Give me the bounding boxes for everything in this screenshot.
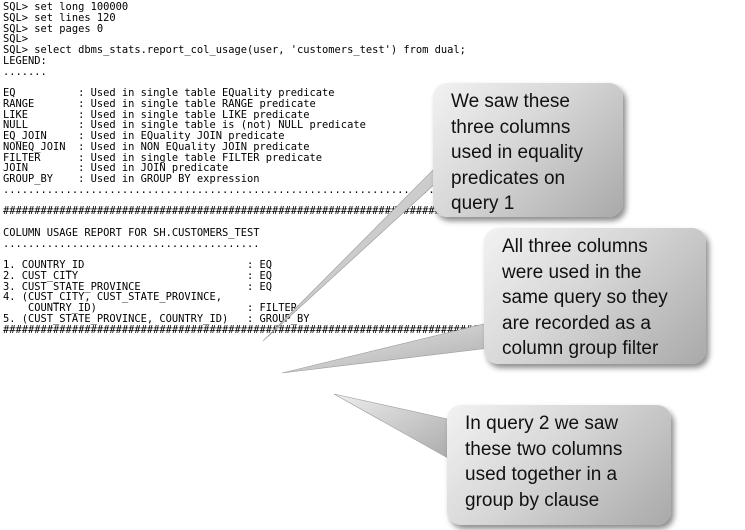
terminal-line: FILTER : Used in single table FILTER pre… <box>3 151 323 164</box>
terminal-line: COLUMN USAGE REPORT FOR SH.CUSTOMERS_TES… <box>3 226 260 239</box>
terminal-line: SQL> select dbms_stats.report_col_usage(… <box>3 44 466 56</box>
terminal-line: LIKE : Used in single table LIKE predica… <box>3 108 310 121</box>
terminal-line: ########################################… <box>3 205 498 218</box>
terminal-line: LEGEND: <box>3 54 47 67</box>
callout-column-group-filter: All three columns were used in the same … <box>484 228 706 364</box>
terminal-line: NULL : Used in single table is (not) NUL… <box>3 119 366 132</box>
terminal-line: JOIN : Used in JOIN predicate <box>3 162 229 175</box>
terminal-line: EQ : Used in single table EQuality predi… <box>3 87 335 99</box>
terminal-line: ########################################… <box>3 323 498 336</box>
terminal-line: SQL> set pages 0 <box>3 22 104 35</box>
terminal-line: SQL> <box>3 33 29 46</box>
terminal-line: NONEQ_JOIN : Used in NON EQuality JOIN p… <box>3 140 310 153</box>
terminal-line: ....... <box>3 65 47 78</box>
callout-query2-group-by: In query 2 we saw these two columns used… <box>447 405 671 525</box>
terminal-line: RANGE : Used in single table RANGE predi… <box>3 97 316 110</box>
terminal-line: SQL> set long 100000 <box>3 2 129 13</box>
terminal-line: ........................................… <box>3 237 260 250</box>
terminal-line: EQ_JOIN : Used in EQuality JOIN predicat… <box>3 130 285 142</box>
callout-query1-equality: We saw these three columns used in equal… <box>433 83 623 217</box>
terminal-line: 4. (CUST_CITY, CUST_STATE_PROVINCE, <box>3 291 222 304</box>
terminal-line: ........................................… <box>3 183 498 196</box>
terminal-line: SQL> set lines 120 <box>3 11 116 24</box>
terminal-line: GROUP_BY : Used in GROUP BY expression <box>3 173 260 185</box>
